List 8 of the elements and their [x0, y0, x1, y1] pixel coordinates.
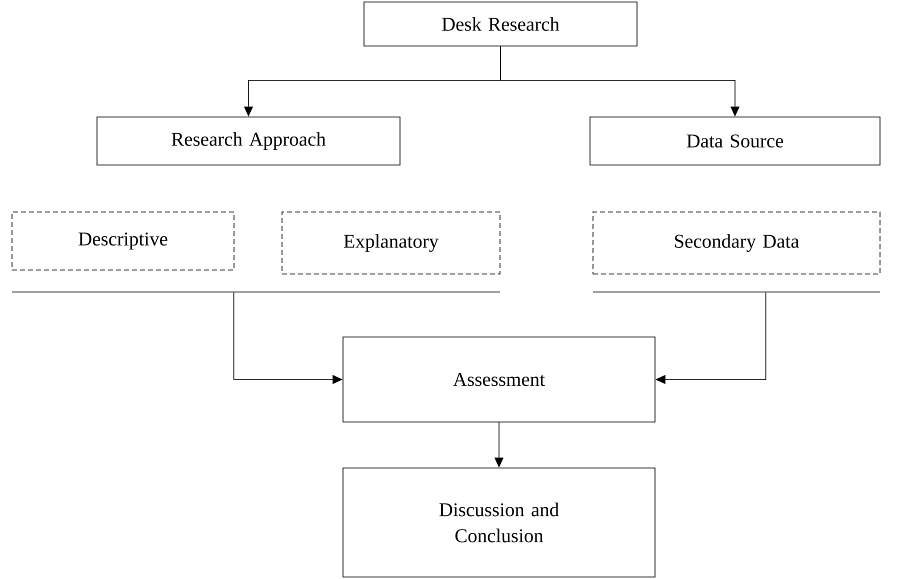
dashed-box: Explanatory: [282, 212, 500, 274]
process-box: Research Approach: [96, 116, 400, 166]
process-box: Assessment: [342, 336, 656, 422]
process-box: Discussion and Conclusion: [342, 468, 656, 578]
process-box: Data Source: [590, 116, 880, 166]
dashed-box: Descriptive: [12, 212, 234, 270]
dashed-box: Secondary Data: [592, 212, 880, 274]
process-box: Desk Research: [364, 2, 638, 46]
